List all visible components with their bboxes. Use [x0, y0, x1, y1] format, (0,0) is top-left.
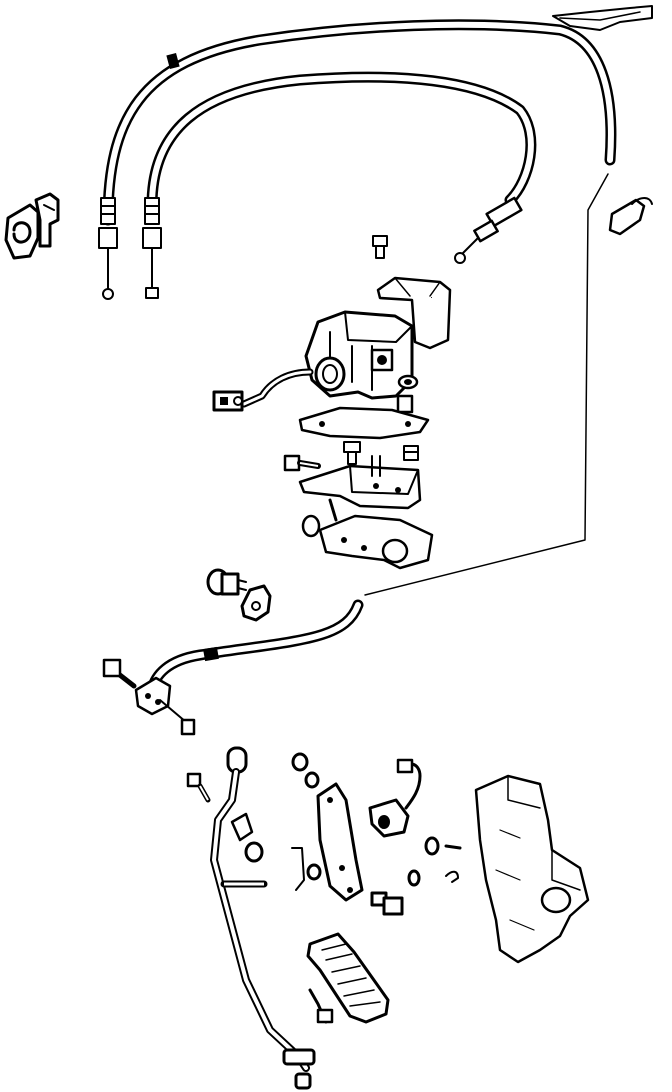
actuator-cover: · [376, 276, 452, 350]
cruise-actuator-motor [304, 310, 419, 414]
lower-bracket-plate [301, 498, 434, 570]
pedal-switch-assembly [368, 758, 462, 887]
actuator-connector-lead [212, 368, 314, 412]
cable-clip-mid [240, 584, 272, 622]
actuator-gasket-plate [298, 406, 430, 440]
cable-end-right [454, 196, 523, 264]
cable-routing-line [364, 173, 609, 596]
cable-clamp-left [4, 192, 60, 260]
pedal-pivot-bracket [244, 752, 404, 916]
pedal-cable [146, 599, 364, 696]
pedal-housing-cover [474, 774, 590, 964]
accelerator-pedal-arm [186, 746, 316, 1090]
outer-throttle-cable [102, 19, 617, 226]
bolts-and-nuts [372, 235, 388, 259]
cable-mount-bracket-top [552, 5, 653, 31]
cable-clip-right [608, 197, 653, 236]
actuator-mount-bracket [298, 455, 422, 510]
sensor-switch [206, 568, 247, 596]
cable-end-fittings [98, 197, 162, 300]
pedal-cable-flange [102, 658, 196, 736]
bracket-bolts [283, 441, 419, 472]
svg-text:·: · [430, 292, 433, 302]
accelerator-pedal-pad [306, 932, 390, 1024]
inner-throttle-cable [146, 71, 537, 211]
